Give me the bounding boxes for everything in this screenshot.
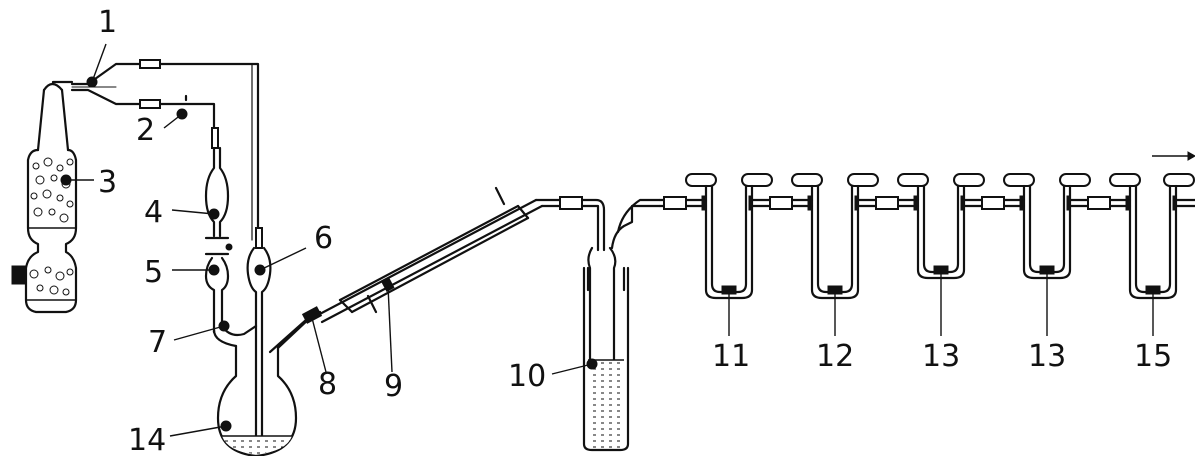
label-2: 2 <box>136 113 155 148</box>
absorption-cylinder <box>582 198 662 452</box>
y-branch-piping <box>70 59 263 249</box>
flow-arrow <box>1152 151 1195 161</box>
round-bottom-flask <box>212 316 312 456</box>
label-1: 1 <box>98 5 117 40</box>
callouts <box>60 43 1154 437</box>
u-tube-13b <box>1003 173 1091 280</box>
label-7: 7 <box>148 325 167 360</box>
label-10: 10 <box>508 359 546 394</box>
u-tube-15 <box>1109 173 1195 300</box>
u-tube-12 <box>791 173 879 300</box>
drying-tube <box>204 146 233 334</box>
label-13a: 13 <box>922 339 960 374</box>
label-8: 8 <box>318 367 337 402</box>
label-6: 6 <box>314 221 333 256</box>
label-3: 3 <box>98 165 117 200</box>
label-11: 11 <box>712 339 750 374</box>
label-9: 9 <box>384 369 403 404</box>
number-labels: 1 2 3 4 5 6 7 8 9 10 11 12 13 13 14 15 <box>98 5 1172 456</box>
label-13b: 13 <box>1028 339 1066 374</box>
label-14: 14 <box>128 423 166 456</box>
u-tube-13a <box>897 173 985 280</box>
u-tube-train <box>658 173 1195 300</box>
outlet-line <box>534 196 606 252</box>
label-5: 5 <box>144 255 163 290</box>
label-12: 12 <box>816 339 854 374</box>
gas-generator-column <box>11 80 78 314</box>
label-15: 15 <box>1134 339 1172 374</box>
condenser <box>301 186 544 324</box>
label-4: 4 <box>144 195 163 230</box>
u-tube-11 <box>685 173 773 300</box>
